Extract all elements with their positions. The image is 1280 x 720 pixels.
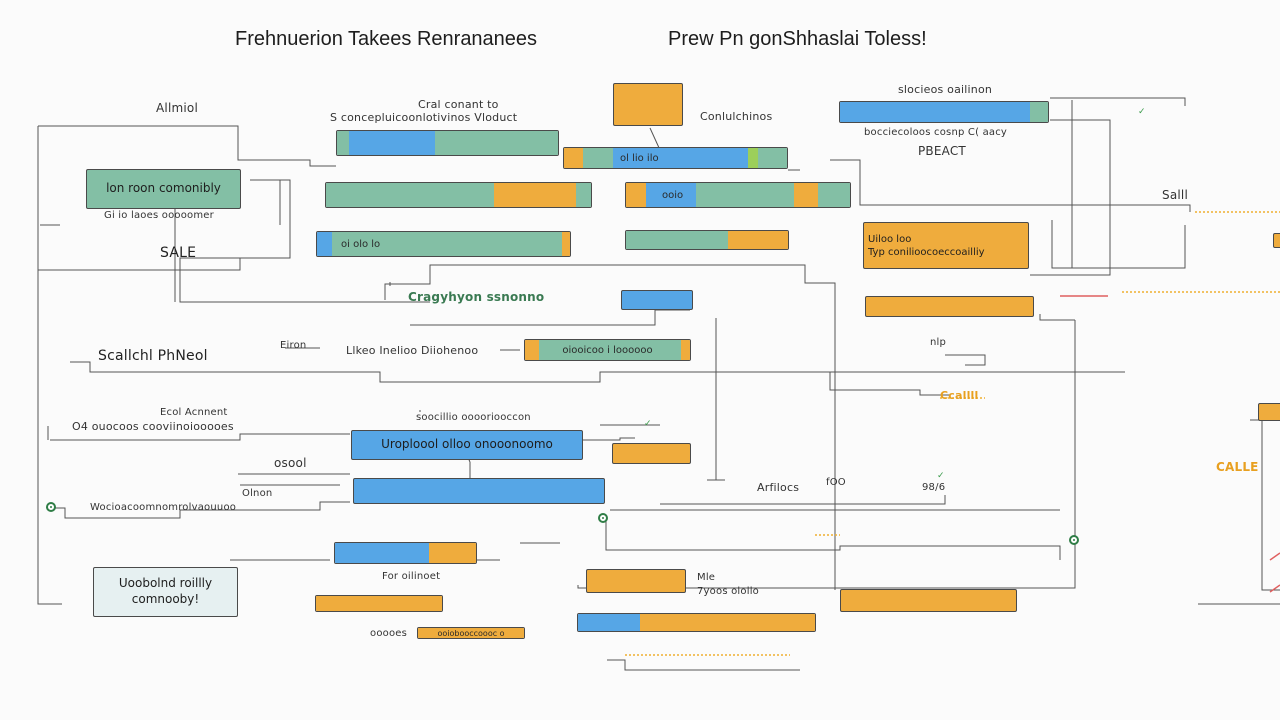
check-icon: ✓ [937, 470, 945, 480]
label-eiron: Eiron [280, 340, 307, 351]
bar-1[interactable] [336, 130, 559, 156]
label-leo: fOO [826, 477, 846, 488]
node-ublooked-line2: comnooby! [131, 592, 200, 606]
bar-8[interactable]: oiooicoo i loooooo [524, 339, 691, 361]
label-oooes: ooooes [370, 628, 408, 639]
node-tloo-line2: Typ conilioocoeccoailliy [868, 246, 985, 258]
block-orange-right[interactable] [865, 296, 1034, 317]
label-arfilocs: Arfilocs [757, 481, 800, 494]
node-uoeplocol[interactable]: Uroploool olloo onooonoomo [351, 430, 583, 460]
label-llkeo: Llkeo Inelioo Diiohenoo [346, 344, 479, 357]
check-icon: ✓ [644, 418, 652, 428]
node-tloo-line1: Uiloo loo [868, 233, 912, 245]
label-boccoc: bocciecoloos cosnp C( aacy [864, 127, 1008, 138]
label-ccallll: Ccallll [940, 389, 979, 402]
block-blue-wide[interactable] [353, 478, 605, 504]
bar-8-text: oiooicoo i loooooo [562, 344, 653, 356]
label-sale: SALE [160, 245, 197, 261]
bar-10[interactable] [315, 595, 443, 612]
bar-5-text: ooio [662, 189, 684, 201]
label-for-oilinet: For oilinoet [382, 571, 441, 582]
label-allmiol: Allmiol [156, 101, 198, 115]
port-left[interactable] [46, 502, 56, 512]
label-cragyon: Cragyhyon ssnonno [408, 290, 545, 304]
label-conlulchinos: Conlulchinos [700, 110, 773, 123]
label-ecol-acrnent: Ecol Acnnent [160, 407, 228, 418]
node-ublooked-line1: Uoobolnd roillly [118, 576, 213, 591]
label-sall: Salll [1162, 188, 1188, 202]
label-gi-laoes: Gi io laoes ooooomer [104, 210, 214, 221]
label-osool: osool [274, 456, 307, 470]
block-mid-blue[interactable] [621, 290, 693, 310]
label-o4-desc: O4 ouocoos cooviinoiooooes [72, 420, 234, 433]
bar-12[interactable] [577, 613, 816, 632]
bar-7-text: oi olo lo [341, 238, 381, 250]
bar-5[interactable]: ooio [625, 182, 851, 208]
port-mid[interactable] [598, 513, 608, 523]
label-mle: Mle [697, 572, 716, 583]
bar-11[interactable]: ooiobooccoooc o [417, 627, 525, 639]
block-orange-bottom-right[interactable] [840, 589, 1017, 612]
check-icon: ✓ [1138, 106, 1146, 116]
block-orange-small[interactable] [612, 443, 691, 464]
block-top-orange[interactable] [613, 83, 683, 126]
block-orange-mid[interactable] [586, 569, 686, 593]
label-oral-conant: Cral conant to [418, 98, 499, 111]
label-slocieos: slocieos oailinon [898, 83, 993, 96]
node-ublooked[interactable]: Uoobolnd roillly comnooby! [93, 567, 238, 617]
block-edge-orange-2[interactable] [1258, 403, 1280, 421]
bar-9[interactable] [334, 542, 477, 564]
left-title: Frehnuerion Takees Renrananees [235, 28, 538, 50]
label-scallcl: Scallchl PhNeol [98, 348, 208, 364]
port-right[interactable] [1069, 535, 1079, 545]
bar-3-text: ol lio ilo [620, 152, 659, 164]
label-tigoas: 7yoos olollo [697, 586, 759, 597]
bar-2[interactable] [839, 101, 1049, 123]
label-oinon: Olnon [242, 488, 273, 499]
node-tloo[interactable]: Uiloo loo Typ conilioocoeccoailliy [863, 222, 1029, 269]
bar-7[interactable]: oi olo lo [316, 231, 571, 257]
right-title: Prew Pn gonShhaslai Toless! [668, 28, 927, 50]
bar-6[interactable] [625, 230, 789, 250]
block-edge-orange-1[interactable] [1273, 233, 1280, 248]
label-pbeact: PBEACT [918, 144, 966, 158]
label-s-concept: S concepluicoonlotivinos Vloduct [330, 111, 518, 124]
label-wocioa: Wocioacoomnomrolvaouuoo [90, 502, 237, 513]
label-pct: 98/6 [922, 482, 946, 493]
node-lon-comonly[interactable]: lon roon comonibly [86, 169, 241, 209]
label-calle: CALLE [1216, 460, 1259, 474]
bar-3[interactable]: ol lio ilo [563, 147, 788, 169]
label-soonibii: soocillio ooooriooccon [416, 412, 531, 423]
bar-11-text: ooiobooccoooc o [437, 628, 505, 638]
label-nlp: nlp [930, 337, 947, 348]
bar-4[interactable] [325, 182, 592, 208]
